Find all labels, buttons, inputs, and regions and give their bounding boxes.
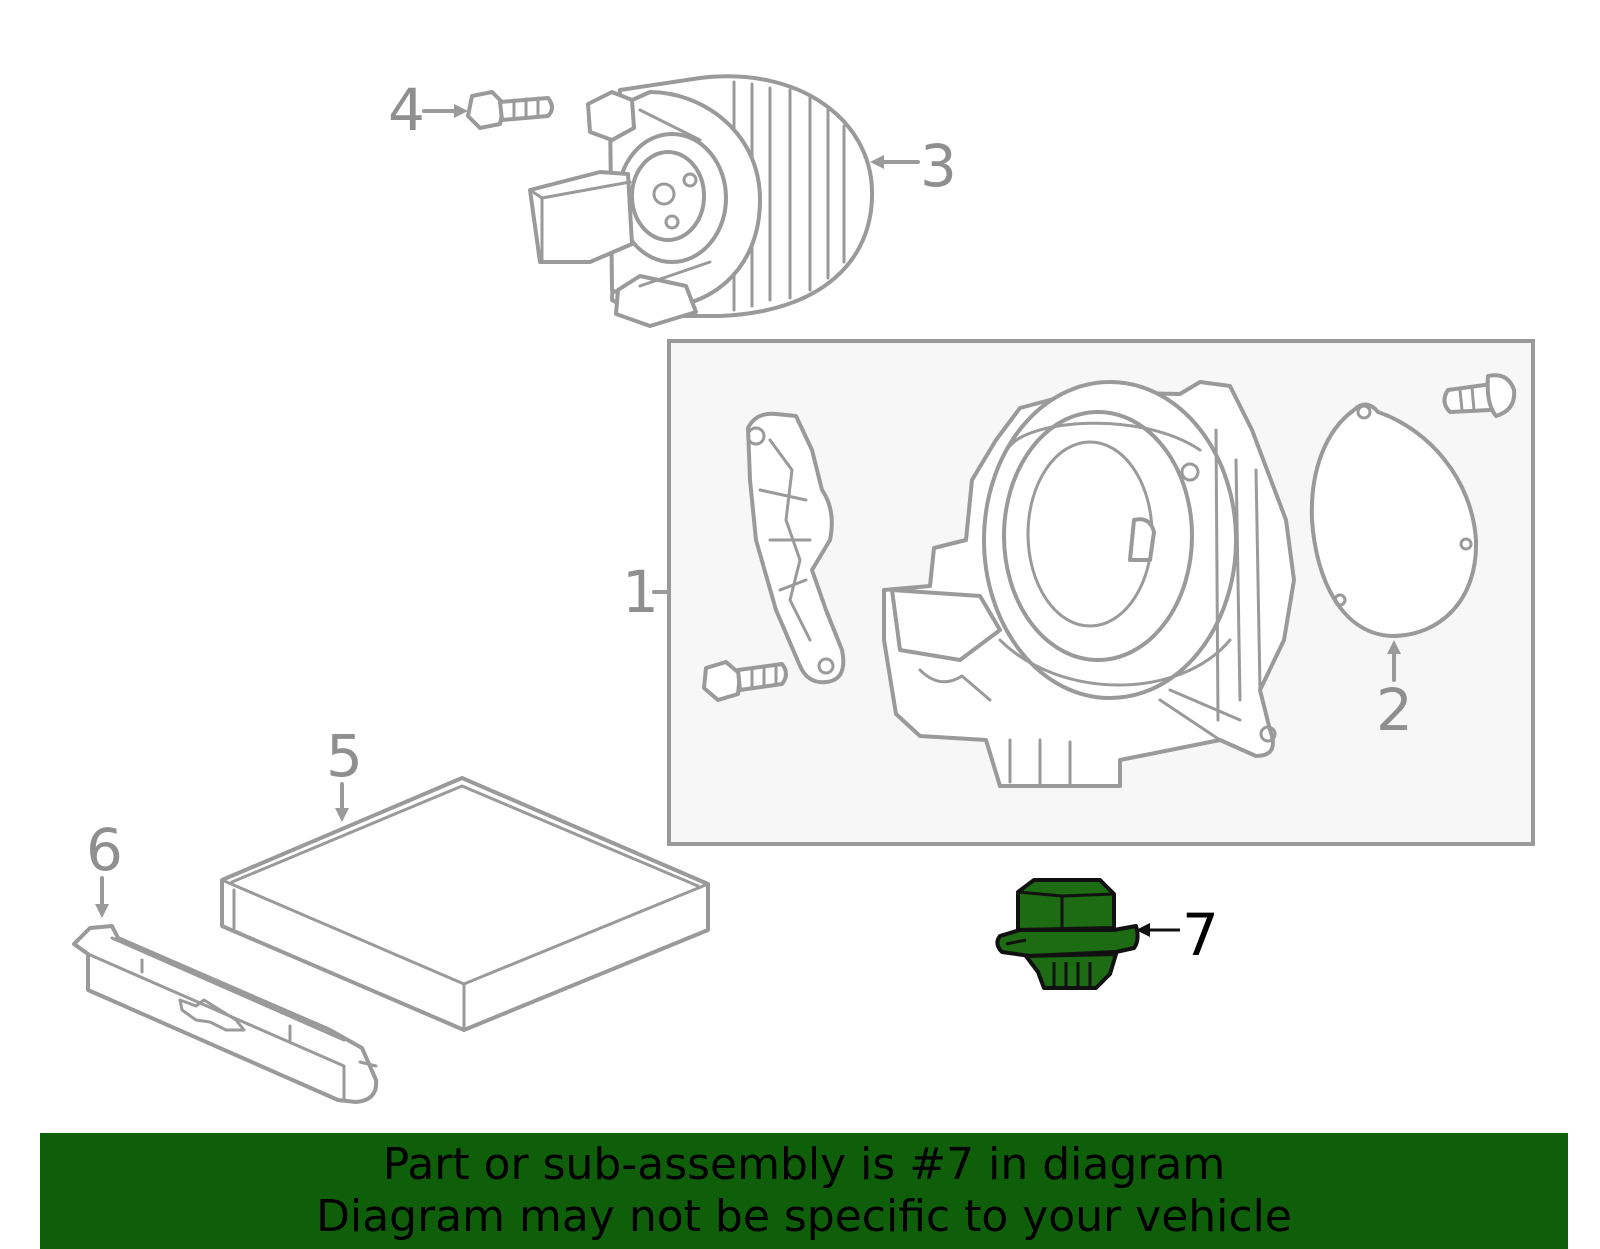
assembly-bolt-lower	[702, 660, 788, 702]
info-banner: Part or sub-assembly is #7 in diagram Di…	[40, 1133, 1568, 1249]
part-5-cabin-filter[interactable]	[220, 776, 710, 1032]
arrowhead-6	[95, 904, 109, 918]
callout-4: 4	[388, 76, 425, 144]
blower-housing	[882, 380, 1296, 788]
callout-5: 5	[326, 722, 363, 790]
arrowhead-3	[870, 155, 884, 169]
arrowhead-7	[1136, 923, 1150, 937]
callout-2: 2	[1376, 676, 1413, 744]
banner-line-2: Diagram may not be specific to your vehi…	[316, 1191, 1292, 1242]
arrowhead-4	[454, 104, 468, 118]
part-3-blower-motor[interactable]	[528, 74, 875, 328]
banner-line-1: Part or sub-assembly is #7 in diagram	[382, 1139, 1226, 1190]
arrowhead-5	[335, 808, 349, 822]
arrowhead-2	[1387, 640, 1401, 654]
part-7-blower-resistor[interactable]	[995, 878, 1140, 990]
assembly-bracket	[746, 411, 846, 685]
callout-7: 7	[1182, 901, 1219, 969]
callout-3: 3	[920, 132, 957, 200]
callout-1: 1	[622, 558, 659, 626]
part-2-gasket[interactable]	[1309, 402, 1479, 638]
part-4-bolt[interactable]	[466, 90, 554, 130]
part-6-filter-cover[interactable]	[72, 924, 379, 1104]
callout-6: 6	[86, 816, 123, 884]
assembly-bolt-upper	[1442, 373, 1517, 418]
